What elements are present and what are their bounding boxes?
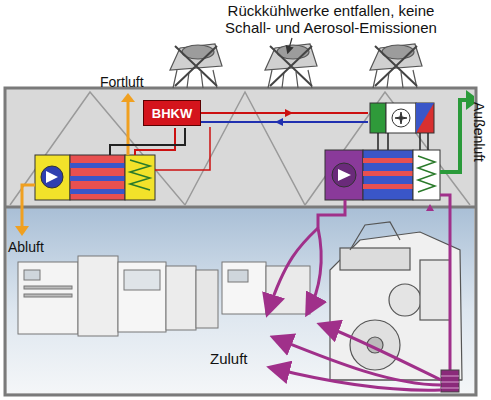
air-label: Zuluft — [210, 350, 248, 367]
chp-unit-box: BHKW — [143, 100, 201, 126]
callout-note: Rückkühlwerke entfallen, keine Schall- u… — [203, 2, 459, 37]
air-label: Außenluft — [471, 102, 487, 162]
air-label: Abluft — [8, 239, 44, 255]
air-label: Fortluft — [100, 74, 144, 90]
node-text: BHKW — [152, 106, 192, 121]
